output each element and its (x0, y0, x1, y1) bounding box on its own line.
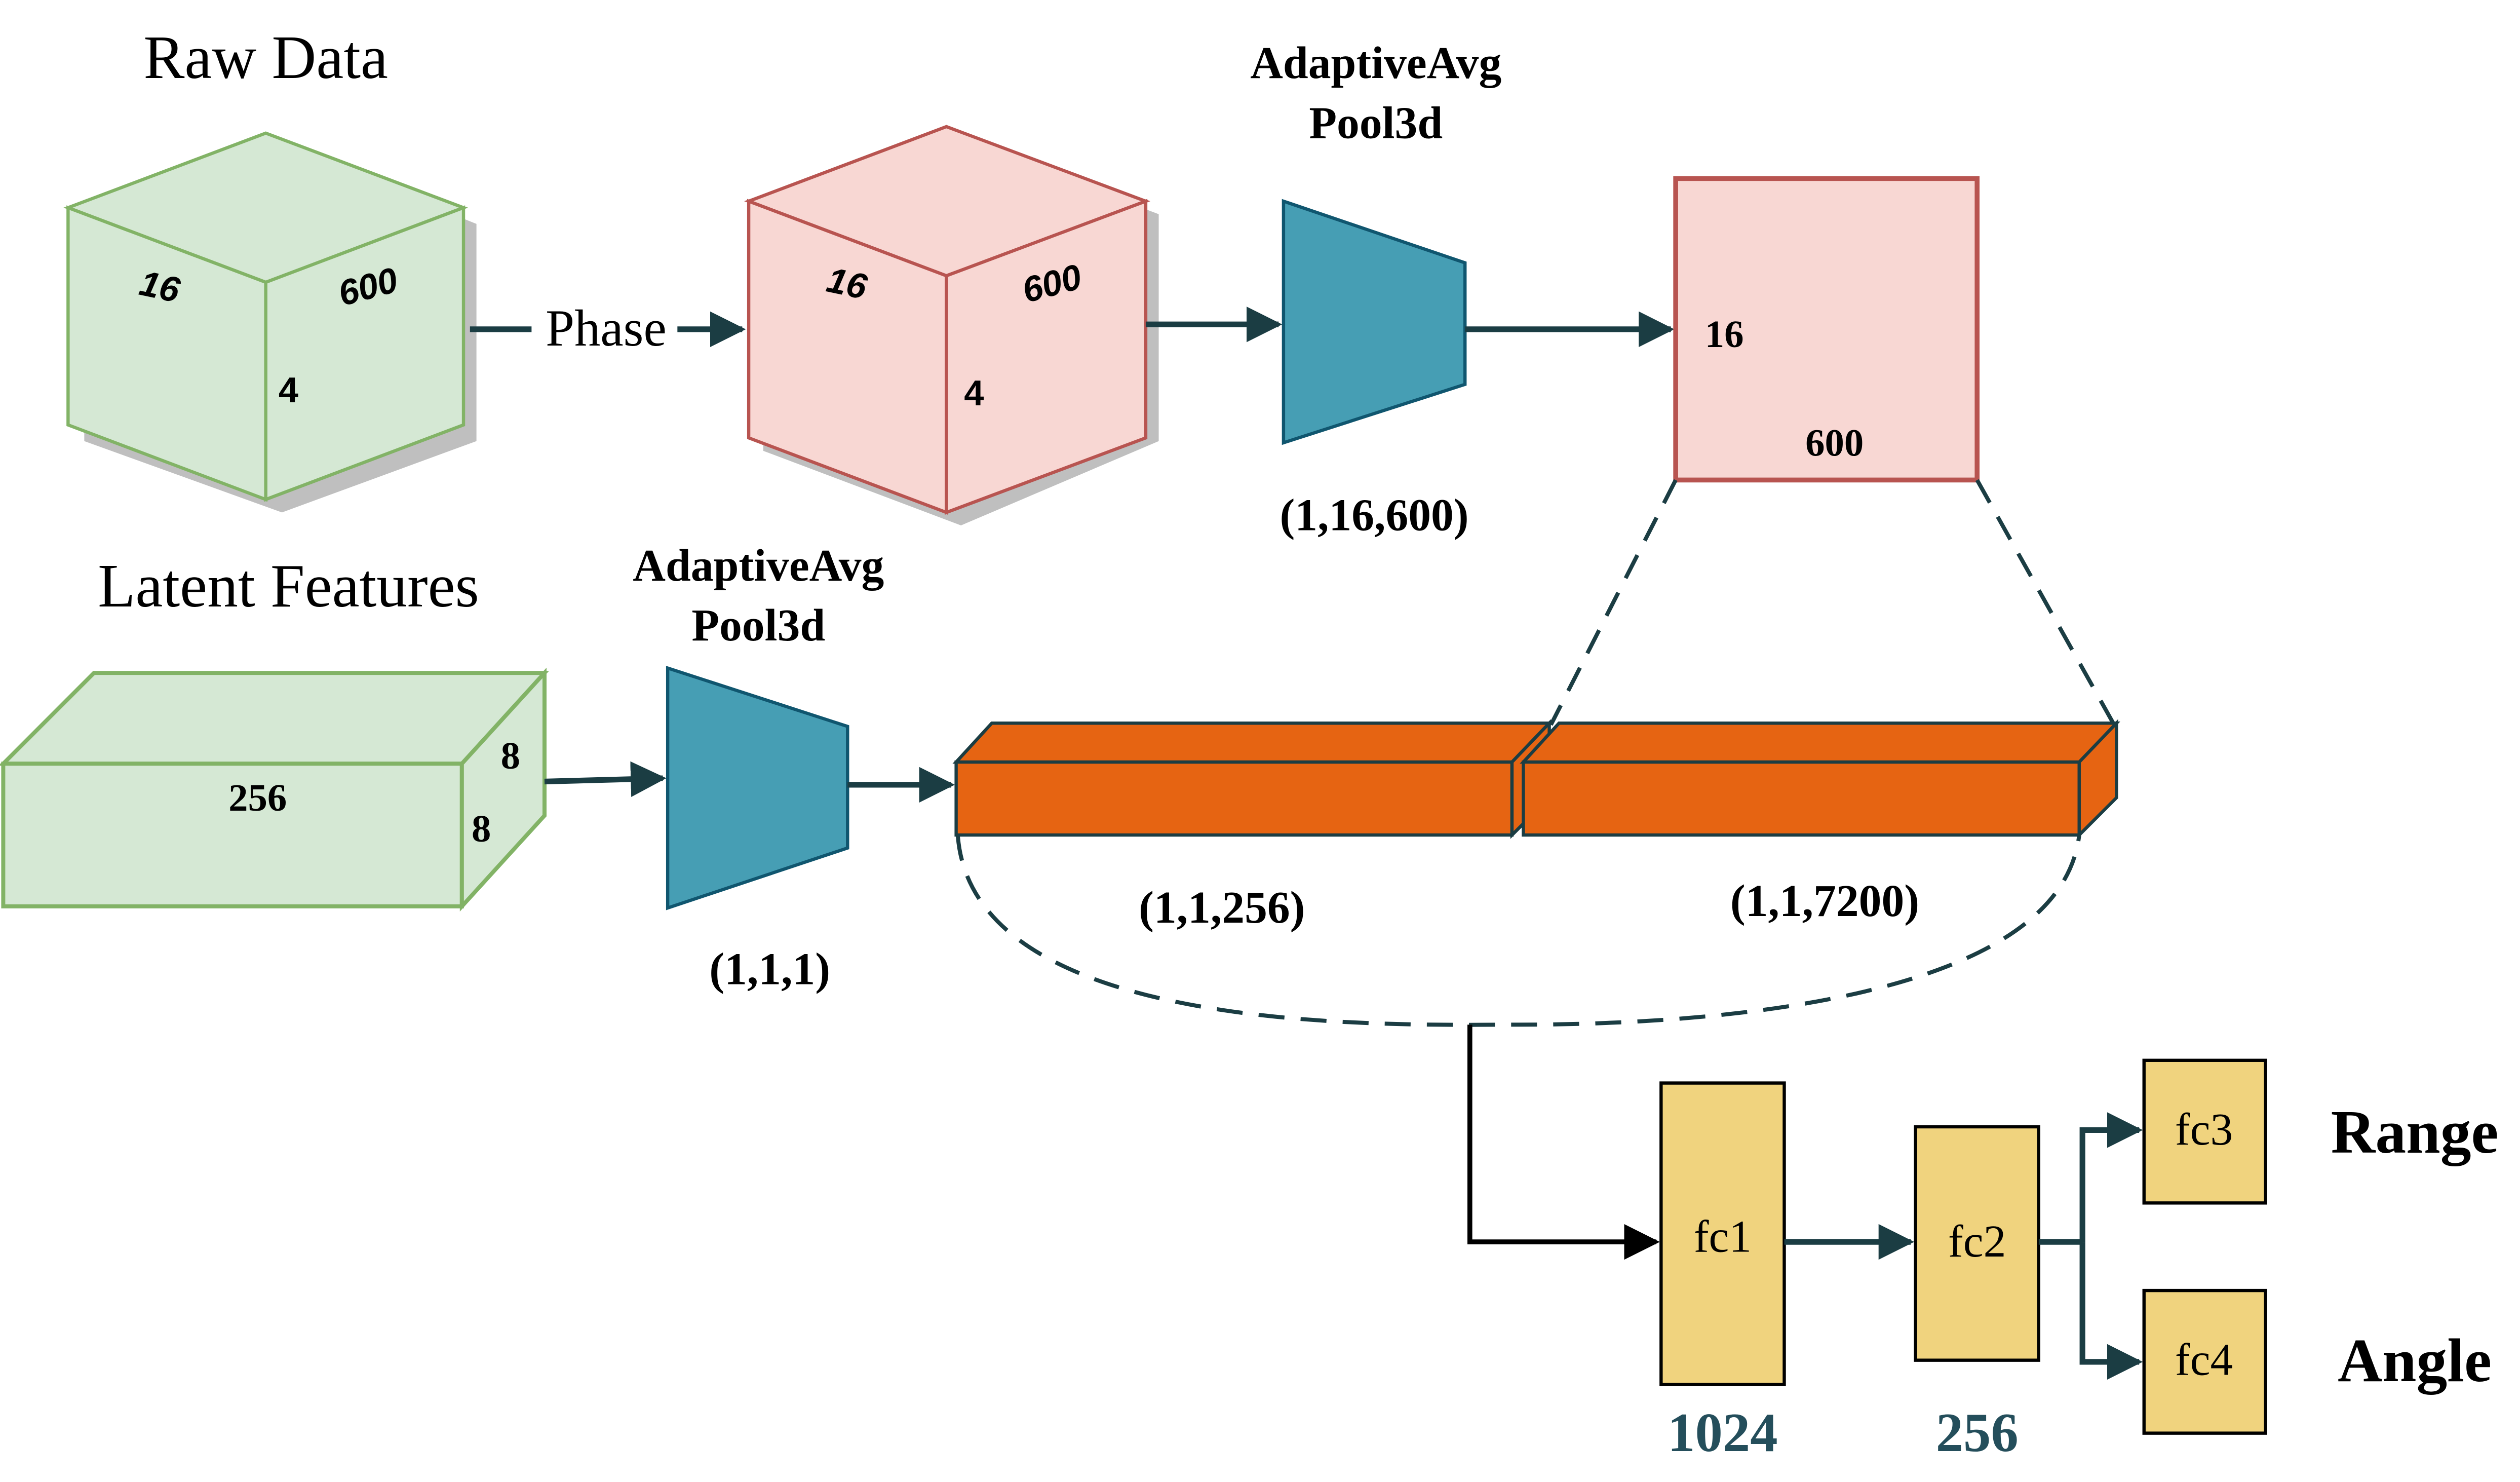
pool-bottom-shape: (1,1,1) (709, 944, 830, 994)
pool-top-trapezoid (1282, 199, 1467, 445)
phase-cube-right (945, 199, 1148, 515)
latent-features-box (0, 667, 550, 912)
latent-box-top (0, 671, 550, 766)
expand-line-right (1975, 479, 2115, 725)
expand-line-left (1549, 479, 1678, 726)
phase-cube-dim-16: 16 (823, 259, 871, 307)
range-output-label: Range (2331, 1098, 2499, 1166)
latent-box-front (1, 762, 464, 908)
fc3-label: fc3 (2175, 1105, 2233, 1155)
concat-right-shape: (1,1,7200) (1730, 876, 1919, 926)
latent-box-side (459, 667, 547, 912)
phase-map-dim-600: 600 (1805, 421, 1864, 464)
phase-cube-dim-4: 4 (964, 373, 984, 413)
arrow-to-fc1 (1467, 1024, 1660, 1260)
raw-data-dim-16: 16 (136, 262, 184, 310)
fc1-size: 1024 (1668, 1402, 1778, 1463)
latent-title: Latent Features (98, 552, 479, 620)
raw-data-cube (63, 131, 477, 513)
pool-bottom-title-line1: AdaptiveAvg (633, 541, 884, 591)
raw-data-cube-right (264, 205, 466, 502)
pool-top-title-line2: Pool3d (1309, 98, 1443, 148)
pool-top-shape: (1,16,600) (1280, 490, 1468, 541)
phase-map-dim-16: 16 (1705, 313, 1744, 356)
latent-dim-256: 256 (228, 776, 287, 819)
fc4-block (2142, 1288, 2267, 1435)
fc1-label: fc1 (1694, 1211, 1752, 1262)
arrow-to-fc3 (2079, 1112, 2143, 1242)
phase-cube (744, 125, 1159, 525)
phase-label: Phase (546, 300, 667, 357)
fc3-block (2142, 1058, 2267, 1205)
pool-bottom-trapezoid (666, 666, 849, 910)
feature-bar-right (1520, 719, 2120, 839)
pool-top-title-line1: AdaptiveAvg (1250, 38, 1501, 88)
feature-bar-left (952, 719, 1554, 839)
arrow-to-pool-bottom (544, 761, 667, 797)
fc1-block (1659, 1081, 1786, 1386)
concat-left-shape: (1,1,256) (1139, 883, 1305, 933)
fc2-size: 256 (1936, 1402, 2019, 1463)
fc4-label: fc4 (2175, 1335, 2233, 1385)
phase-map (1673, 176, 1980, 483)
arrow-to-fc4 (2079, 1242, 2143, 1380)
raw-data-title: Raw Data (143, 24, 388, 92)
concat-brace-curve (955, 834, 2081, 1027)
raw-data-dim-4: 4 (279, 370, 298, 410)
angle-output-label: Angle (2338, 1327, 2492, 1395)
latent-dim-8-bottom: 8 (472, 807, 491, 850)
fc2-block (1914, 1125, 2040, 1362)
fc2-label: fc2 (1948, 1217, 2006, 1267)
pool-bottom-title-line2: Pool3d (691, 600, 825, 651)
latent-dim-8-top: 8 (501, 734, 520, 777)
